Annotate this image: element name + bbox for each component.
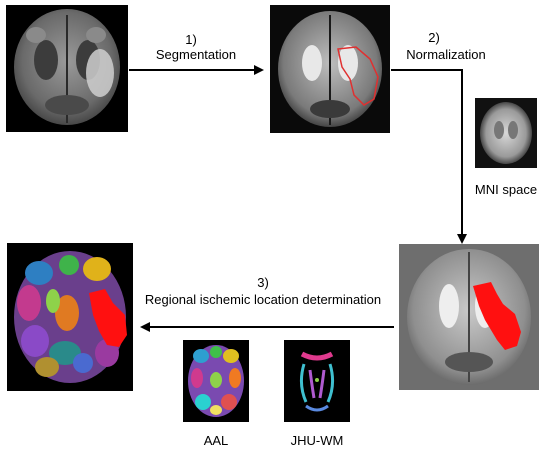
aal-label: AAL xyxy=(203,433,229,448)
segmented-image xyxy=(270,5,390,133)
lesion-region xyxy=(473,282,521,350)
lesion-region-overlay xyxy=(89,289,127,347)
step1-number: 1) xyxy=(185,32,197,47)
lesion-outline xyxy=(337,46,379,106)
step1-label: Segmentation xyxy=(155,47,237,62)
input-dwi-image xyxy=(6,5,128,132)
arrow-normalization xyxy=(391,69,467,244)
normalized-lesion-image xyxy=(399,244,539,390)
mni-template-image xyxy=(475,98,537,168)
step3-number: 3) xyxy=(257,275,269,290)
aal-atlas-image xyxy=(183,340,249,422)
jhu-wm-atlas-image xyxy=(284,340,350,422)
mni-space-label: MNI space xyxy=(474,182,538,197)
step2-number: 2) xyxy=(428,30,440,45)
step3-label: Regional ischemic location determination xyxy=(144,292,382,307)
jhu-wm-label: JHU-WM xyxy=(290,433,344,448)
regional-location-result xyxy=(7,243,133,391)
step2-label: Normalization xyxy=(406,47,486,62)
